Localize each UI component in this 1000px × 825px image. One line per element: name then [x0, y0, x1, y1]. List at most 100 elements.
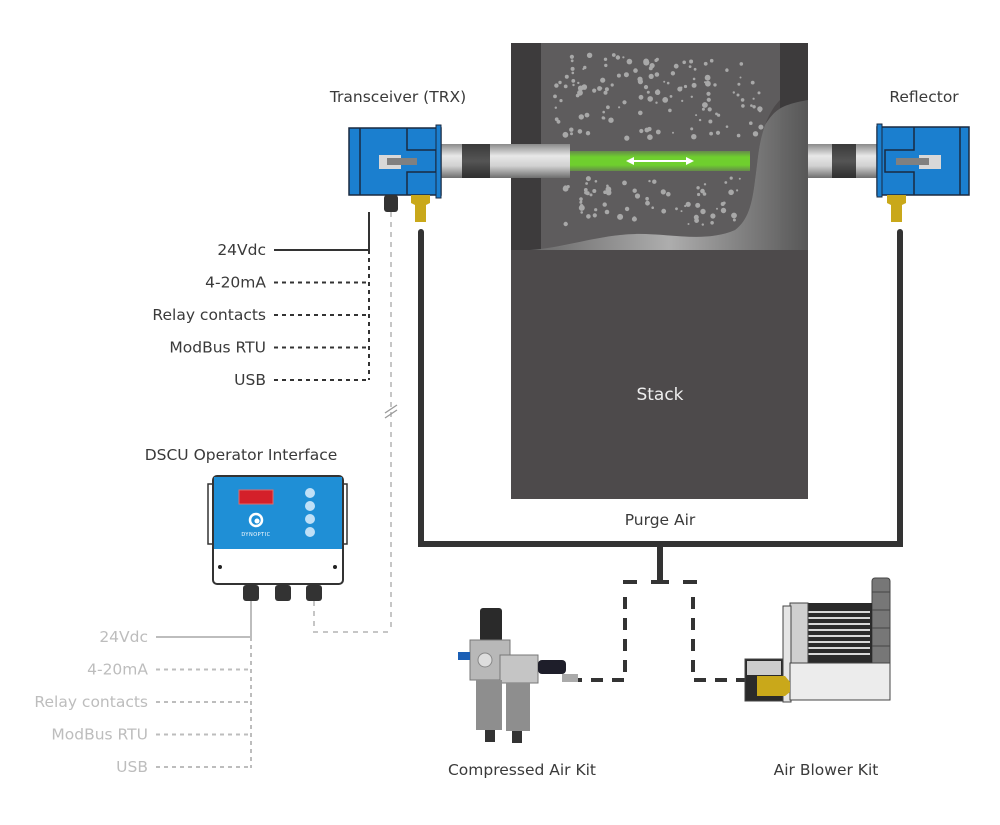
particle	[701, 107, 705, 111]
particle	[666, 81, 670, 85]
particle	[691, 82, 697, 88]
particle	[578, 114, 584, 120]
compressed-air-kit[interactable]: Compressed Air Kit	[448, 608, 596, 779]
dscu-button-4[interactable]	[305, 527, 315, 537]
particle	[562, 185, 569, 192]
particle	[624, 206, 630, 212]
purge-air-label: Purge Air	[625, 511, 696, 529]
trx-pipe-collar	[462, 144, 490, 178]
dscu-screw-right	[333, 565, 337, 569]
dscu-logo-dot	[254, 518, 260, 524]
particle	[594, 180, 598, 183]
particle	[704, 74, 711, 81]
particle	[694, 218, 699, 224]
particle	[647, 134, 653, 140]
particle	[703, 183, 707, 186]
outlet-fitting	[538, 660, 566, 674]
particle	[705, 80, 711, 87]
particle	[680, 86, 683, 89]
transceiver-flange	[435, 124, 442, 199]
particle	[605, 189, 612, 196]
particle	[758, 109, 762, 113]
particle	[732, 218, 736, 222]
particle	[631, 216, 637, 222]
dscu-faceplate	[214, 477, 342, 549]
particle	[570, 66, 575, 71]
transceiver-device[interactable]: Transceiver (TRX)	[329, 88, 466, 222]
particle	[725, 68, 729, 72]
cable-break-icon	[384, 404, 398, 414]
particle	[634, 193, 641, 199]
particle	[585, 176, 591, 182]
particle	[680, 210, 683, 213]
particle	[691, 134, 697, 140]
particle	[675, 207, 678, 211]
compressed-air-kit-label: Compressed Air Kit	[448, 761, 596, 779]
particle	[716, 207, 718, 210]
particle	[684, 204, 687, 208]
output-label: ModBus RTU	[51, 726, 148, 744]
particle	[563, 221, 568, 227]
particle	[655, 129, 661, 135]
particle	[581, 84, 588, 90]
particle	[752, 131, 759, 137]
particle	[700, 188, 705, 194]
air-blower-kit[interactable]: Air Blower Kit	[744, 577, 891, 779]
transceiver-slot	[387, 158, 417, 165]
particle	[683, 84, 688, 89]
particle	[633, 68, 638, 73]
particle	[690, 127, 694, 131]
particle	[604, 63, 608, 68]
particle	[559, 99, 563, 103]
particle	[577, 129, 583, 134]
particle	[616, 73, 621, 78]
particle	[695, 202, 701, 208]
particle	[738, 177, 741, 180]
particle	[649, 127, 652, 130]
cable-break-icon-2	[384, 409, 398, 419]
particle	[701, 223, 704, 226]
particle	[604, 209, 610, 215]
output-label: 24Vdc	[99, 628, 148, 646]
particle	[750, 104, 753, 107]
particle	[702, 102, 708, 108]
particle	[697, 192, 701, 197]
particle	[611, 53, 616, 57]
particle	[690, 95, 693, 99]
particle	[571, 79, 576, 83]
beam-arrow-right-icon	[686, 157, 694, 165]
reflector-inner-frame	[884, 127, 915, 195]
dscu-button-1[interactable]	[305, 488, 315, 498]
particle	[600, 87, 603, 90]
output-label: 24Vdc	[217, 241, 266, 259]
particle	[564, 74, 569, 79]
output-label: USB	[234, 371, 266, 389]
particle	[661, 208, 667, 214]
particle	[681, 99, 684, 102]
dscu-button-2[interactable]	[305, 501, 315, 511]
particle	[602, 110, 605, 114]
reflector-device[interactable]: Reflector	[876, 88, 970, 222]
blower-base	[789, 662, 891, 701]
beam-arrow-left-icon	[626, 157, 634, 165]
particle	[749, 121, 753, 125]
blower-endcap	[789, 602, 809, 664]
optical-path	[440, 144, 878, 178]
particle	[638, 94, 644, 100]
particle	[615, 55, 621, 60]
particle	[709, 58, 714, 63]
particles	[553, 52, 764, 227]
dscu-button-3[interactable]	[305, 514, 315, 524]
stack-wave	[530, 100, 808, 250]
particle	[720, 207, 727, 214]
particle	[589, 193, 593, 197]
particle	[662, 97, 669, 103]
stack-cutaway	[541, 43, 780, 252]
particle	[601, 116, 605, 120]
particle	[637, 79, 644, 85]
dscu-operator-interface[interactable]: DSCU Operator Interface DYNOPTIC 24Vdc4-…	[34, 446, 391, 776]
particle	[563, 84, 568, 89]
particle	[670, 71, 676, 76]
particle	[586, 52, 593, 58]
